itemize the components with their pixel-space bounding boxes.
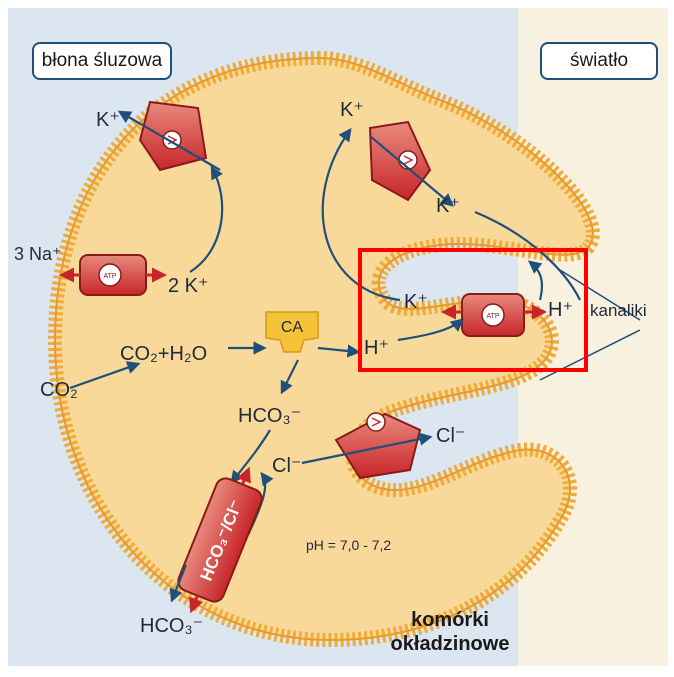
cl-label-right: Cl⁻ [436, 425, 465, 447]
two-k-label: 2 K⁺ [168, 275, 209, 297]
k-label-top-left: K⁺ [96, 109, 120, 131]
canaliculi-label: kanaliki [590, 301, 647, 320]
three-na-label: 3 Na⁺ [14, 244, 62, 264]
lumen-label: światło [570, 50, 628, 72]
lumen-label-box: światło [540, 42, 658, 80]
highlight-box [358, 248, 588, 372]
k-label-top-mid: K⁺ [340, 99, 364, 121]
co2-h2o-label: CO₂+H₂O [120, 343, 207, 365]
parietal-cells-line1: komórki [380, 608, 520, 632]
hco3-label-bottom: HCO₃⁻ [140, 615, 203, 637]
ph-label: pH = 7,0 - 7,2 [306, 537, 391, 553]
parietal-cells-line2: okładzinowe [380, 632, 520, 656]
parietal-cells-label: komórki okładzinowe [380, 608, 520, 656]
hco3-label-mid: HCO₃⁻ [238, 405, 301, 427]
k-label-right: K⁺ [436, 195, 460, 217]
co2-label: CO₂ [40, 379, 78, 401]
cl-label-mid: Cl⁻ [272, 455, 301, 477]
ca-label: CA [281, 319, 304, 336]
mucosa-label: błona śluzowa [42, 50, 162, 72]
mucosa-label-box: błona śluzowa [32, 42, 172, 80]
atp-label-left: ATP [103, 273, 116, 280]
